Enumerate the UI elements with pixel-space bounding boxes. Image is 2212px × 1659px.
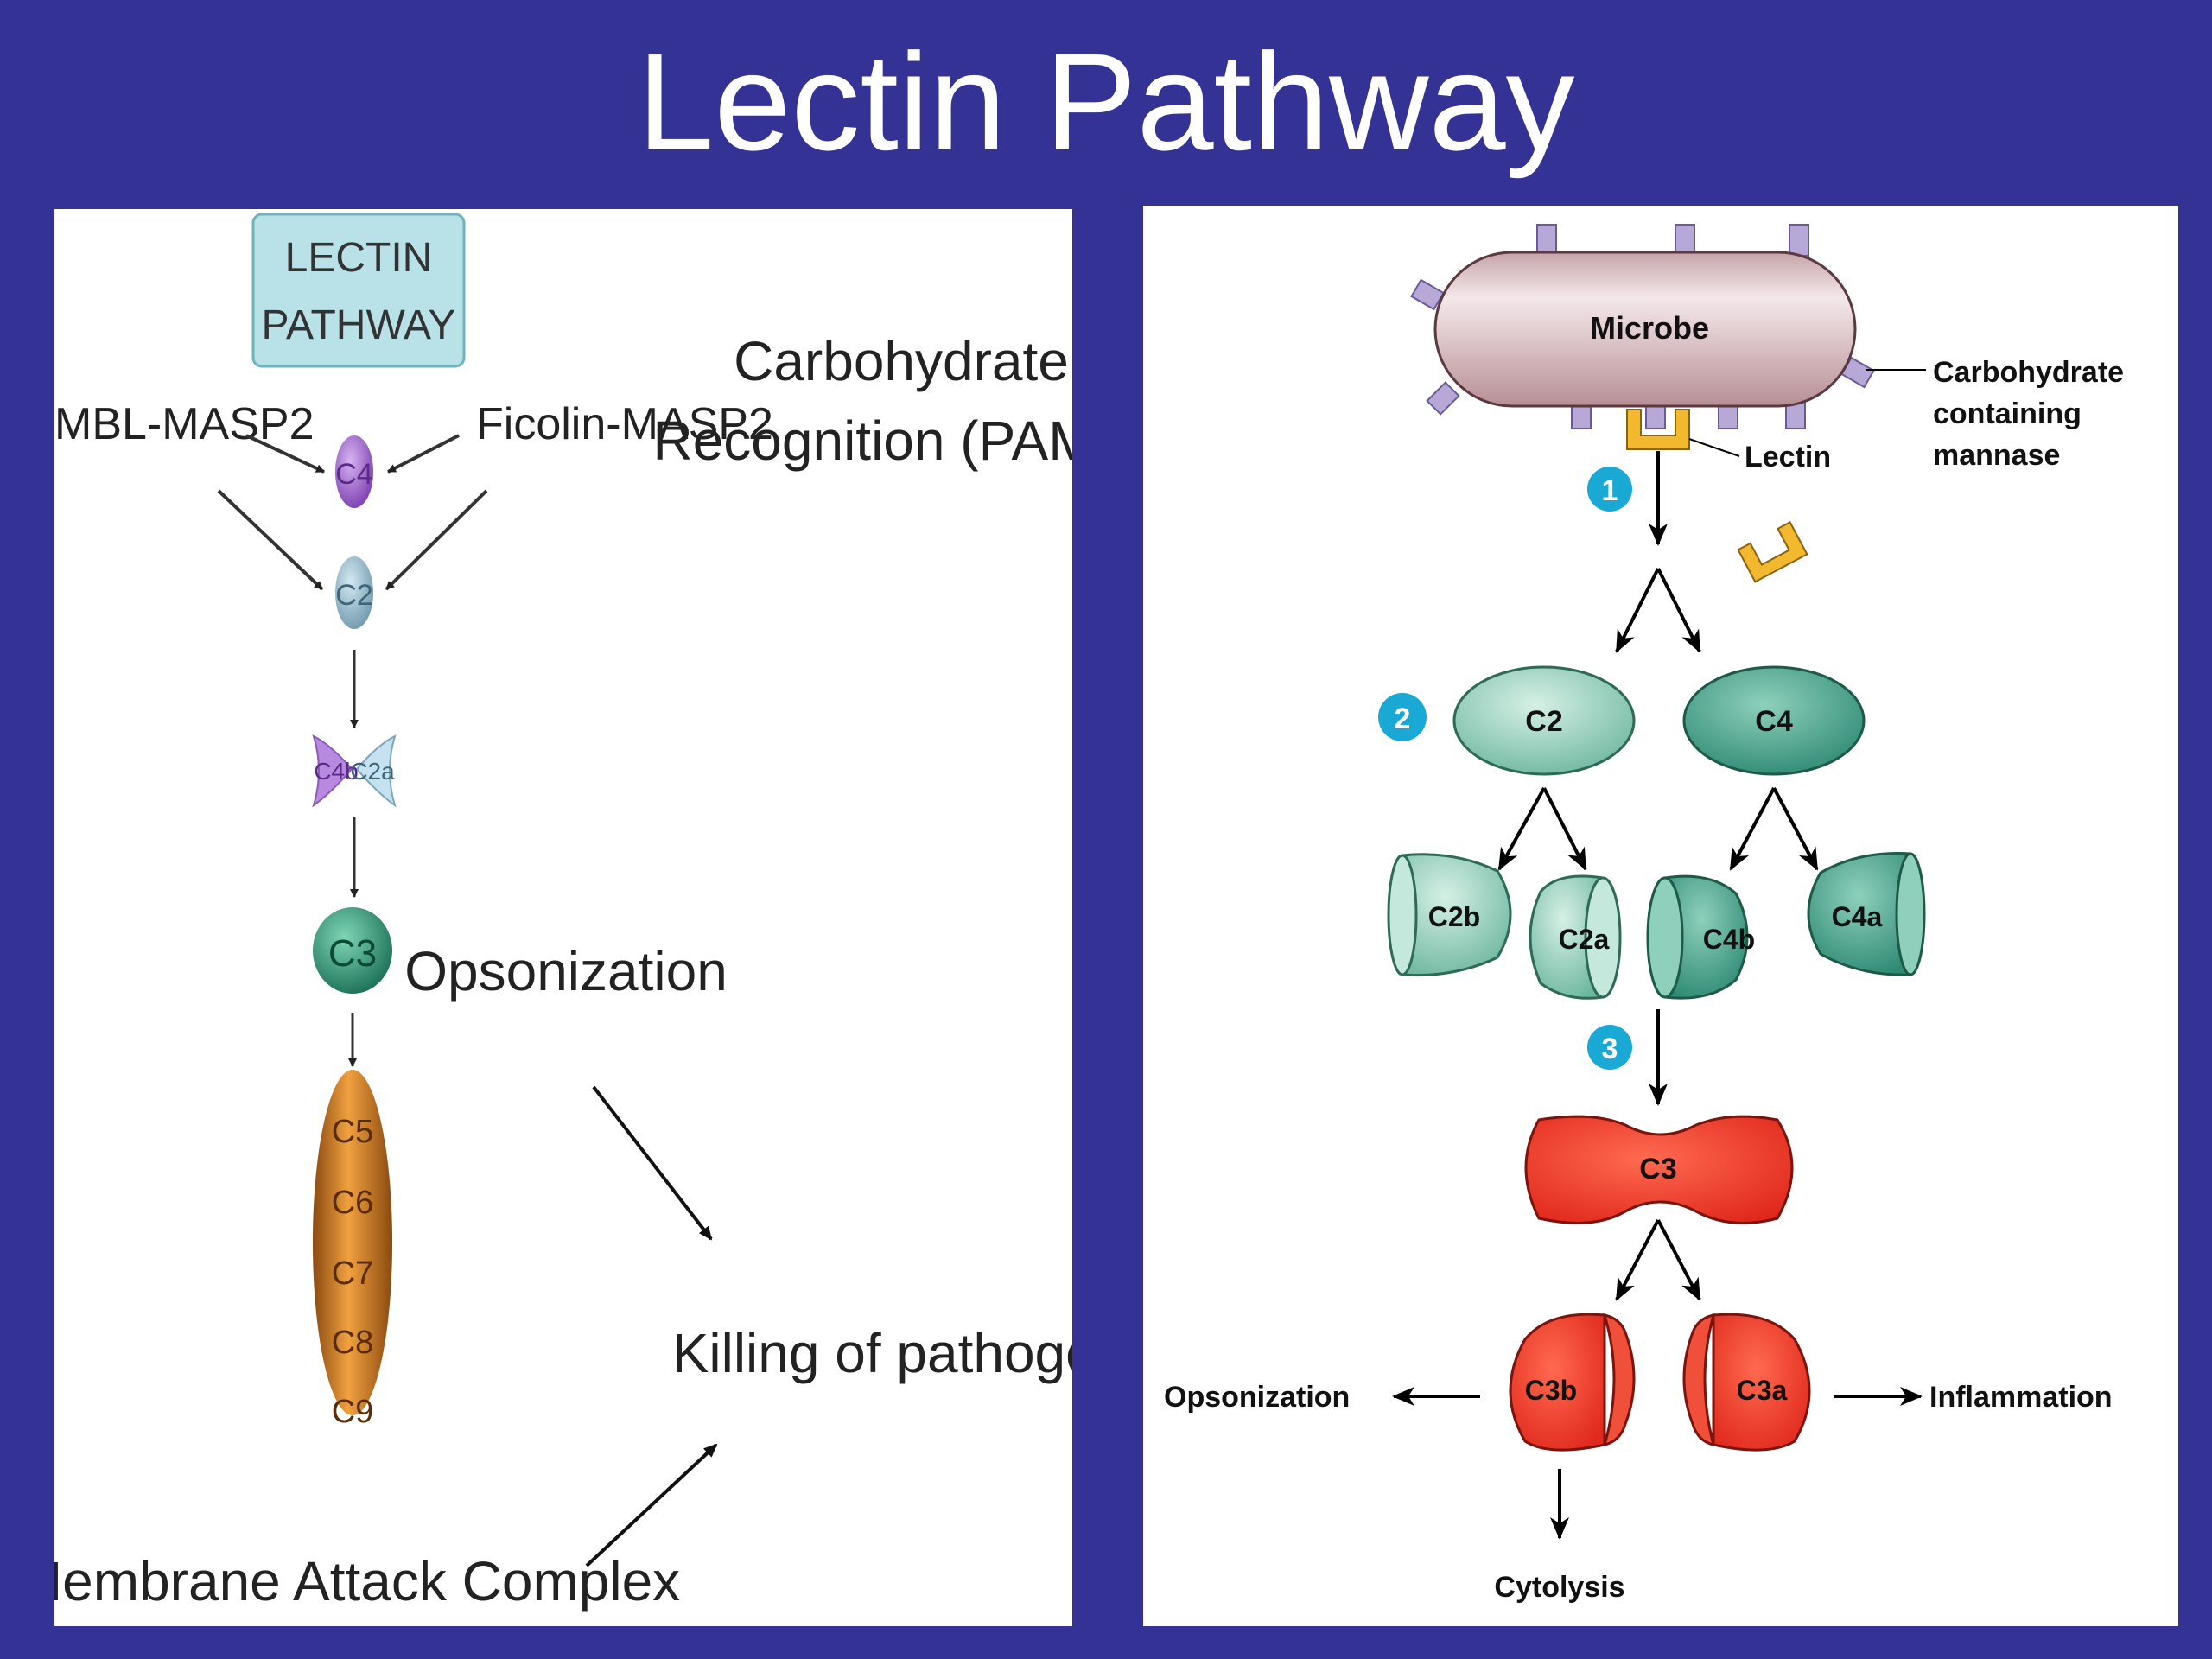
left-diagram: LECTIN PATHWAY MBL-MASP2 Ficolin-MASP2 C… — [54, 213, 1072, 1612]
opsonization-label: Opsonization — [404, 940, 728, 1002]
mac-to-killing-arrow — [585, 1443, 718, 1567]
c4b-c2a-complex: C2a C4b — [1529, 874, 1755, 1000]
mbl-to-c4-arrow — [245, 434, 325, 474]
c2b-fragment: C2b — [1387, 853, 1512, 977]
c4-to-c4b-arrow — [1729, 787, 1776, 871]
c3-molecule: C3 — [1524, 1115, 1794, 1224]
left-diagram-panel: LECTIN PATHWAY MBL-MASP2 Ficolin-MASP2 C… — [54, 209, 1072, 1626]
svg-text:1: 1 — [1602, 474, 1618, 507]
c2-label: C2 — [335, 579, 372, 612]
right-diagram-panel: Microbe Carbohydrate containing mannase … — [1143, 206, 2178, 1626]
c4b-label: C4b — [1703, 924, 1755, 955]
microbe-label: Microbe — [1590, 310, 1709, 346]
lectin-pathway-box: LECTIN PATHWAY — [251, 213, 466, 368]
mac-component-c8: C8 — [332, 1325, 374, 1361]
c2b-label: C2b — [1428, 901, 1480, 932]
opsonization-outcome: Opsonization — [1164, 1381, 1350, 1414]
c3b-fragment: C3b — [1509, 1313, 1636, 1452]
recognition-line1: Carbohydrate — [734, 330, 1069, 392]
slide-title: Lectin Pathway — [637, 24, 1575, 179]
c3-node: C3 — [313, 907, 392, 994]
mac-label: Membrane Attack Complex — [54, 1550, 680, 1612]
c4-to-c4a-arrow — [1772, 787, 1819, 871]
step-2-badge: 2 — [1378, 693, 1427, 741]
c3-label: C3 — [328, 932, 377, 975]
lectin-box-line2: PATHWAY — [262, 302, 456, 348]
mac-component-c9: C9 — [332, 1394, 374, 1430]
step-3-badge: 3 — [1587, 1025, 1632, 1070]
killing-label: Killing of pathogen — [672, 1322, 1072, 1384]
c2a-label: C2a — [1559, 924, 1610, 955]
carb-line2: containing — [1933, 397, 2082, 430]
mbl-to-c2-arrow — [217, 489, 324, 591]
c2-molecule-label: C2 — [1525, 705, 1562, 738]
c3-to-c3a-arrow — [1656, 1219, 1701, 1301]
recognition-line2: Recognition (PAMP) — [652, 410, 1072, 472]
inflammation-outcome: Inflammation — [1929, 1381, 2113, 1414]
c3-molecule-label: C3 — [1639, 1153, 1676, 1185]
carb-line1: Carbohydrate — [1933, 356, 2124, 389]
c4-label: C4 — [335, 458, 372, 491]
c3a-fragment: C3a — [1682, 1313, 1811, 1452]
c2-molecule: C2 — [1452, 665, 1636, 776]
lectin-label: Lectin — [1745, 441, 1831, 474]
ficolin-to-c4-arrow — [387, 434, 460, 474]
step-1-badge: 1 — [1587, 467, 1632, 512]
svg-text:2: 2 — [1395, 702, 1411, 735]
opsonization-to-killing-arrow — [592, 1085, 713, 1241]
c2-node: C2 — [335, 556, 373, 629]
c2-to-c2a-arrow — [1542, 787, 1587, 871]
c4a-fragment: C4a — [1807, 852, 1926, 976]
cytolysis-outcome: Cytolysis — [1494, 1571, 1624, 1604]
split-to-c2-arrow — [1615, 568, 1660, 653]
ficolin-to-c2-arrow — [385, 489, 488, 591]
c4b-c2a-complex: C4b C2a — [312, 734, 397, 808]
free-lectin-icon — [1737, 521, 1808, 583]
svg-text:3: 3 — [1602, 1033, 1618, 1065]
c4a-label: C4a — [1832, 901, 1883, 932]
c3-to-c3b-arrow — [1615, 1219, 1660, 1301]
mac-component-c7: C7 — [332, 1255, 374, 1292]
lectin-box-line1: LECTIN — [285, 235, 433, 281]
carb-line3: mannase — [1933, 439, 2060, 472]
mac-component-c6: C6 — [332, 1185, 374, 1221]
c4-molecule-label: C4 — [1755, 705, 1793, 738]
c4-node: C4 — [335, 435, 373, 508]
c4-molecule: C4 — [1682, 665, 1866, 776]
mbl-masp2-label: MBL-MASP2 — [54, 399, 315, 449]
c3b-label: C3b — [1525, 1375, 1577, 1406]
ficolin-masp2-label: Ficolin-MASP2 — [476, 399, 773, 449]
mac-complex: C5 C6 C7 C8 C9 — [313, 1070, 392, 1430]
c4b-label: C4b — [314, 758, 358, 785]
split-to-c4-arrow — [1656, 568, 1701, 653]
c2-to-c2b-arrow — [1497, 787, 1546, 871]
right-diagram: Microbe Carbohydrate containing mannase … — [1164, 224, 2124, 1604]
mac-component-c5: C5 — [332, 1114, 374, 1150]
lectin-pointer-line — [1688, 438, 1740, 457]
c2a-label: C2a — [350, 758, 395, 785]
c3a-label: C3a — [1737, 1375, 1788, 1406]
bound-lectin-icon — [1626, 409, 1690, 450]
microbe: Microbe — [1410, 224, 1875, 429]
